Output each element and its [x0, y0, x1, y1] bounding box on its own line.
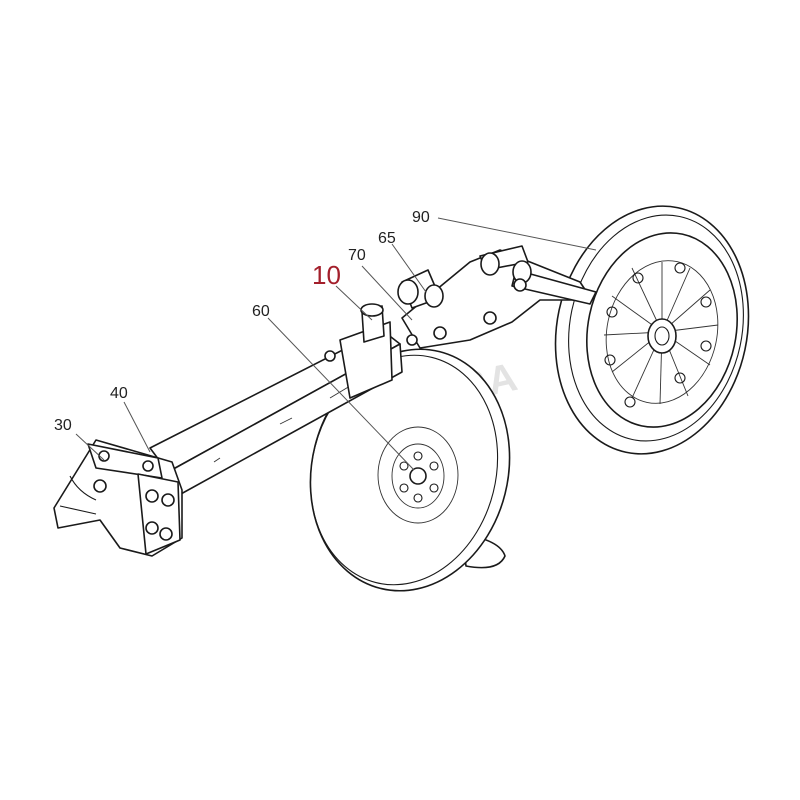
leader-70: [361, 265, 413, 321]
mounting-clamp: [53, 439, 183, 557]
callout-label-65: 65: [378, 230, 396, 247]
callout-label-40: 40: [110, 385, 128, 402]
depth-wheel: [554, 205, 750, 455]
leader-30: [75, 433, 105, 461]
leader-60: [267, 317, 415, 471]
wheel-arm-bracket: [401, 245, 597, 349]
leader-lines: [75, 217, 597, 471]
callout-label-10: 10: [312, 260, 341, 290]
leader-10: [335, 285, 373, 321]
callout-label-90: 90: [412, 209, 430, 226]
pivot-pin: [397, 269, 444, 309]
leader-65: [391, 243, 427, 293]
main-beam: [149, 303, 403, 501]
seed-disc: [309, 348, 511, 592]
callout-label-30: 30: [54, 417, 72, 434]
wheel-bolts: [604, 262, 712, 408]
leader-90: [437, 217, 597, 251]
callout-labels: 10 30 40 60 65 70 90: [54, 209, 430, 434]
clamp-bolts: [93, 450, 175, 541]
callout-label-70: 70: [348, 247, 366, 264]
callout-label-60: 60: [252, 303, 270, 320]
leader-40: [123, 401, 151, 453]
disc-bolts: [399, 451, 439, 503]
